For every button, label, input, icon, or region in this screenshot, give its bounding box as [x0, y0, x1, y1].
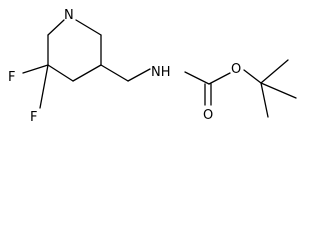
bond-c4-c5: [47, 64, 74, 82]
bond-c3-c4: [72, 64, 102, 82]
atom-carbonyl-oxygen: O: [203, 108, 213, 123]
bond-c3-ch2: [100, 64, 129, 82]
atom-fluorine-lower: F: [30, 110, 37, 125]
bond-c5-f-upper: [22, 64, 49, 74]
atom-ring-nitrogen: N: [64, 8, 74, 23]
chemical-structure: N F F NH O O: [8, 8, 297, 125]
bond-nh-carbonyl: [184, 71, 210, 85]
bond-oester-cquat: [243, 69, 262, 84]
bond-c6-n: [47, 19, 65, 36]
bond-cquat-methyl-up: [260, 59, 289, 84]
atom-fluorine-upper: F: [8, 70, 15, 85]
bond-cquat-methyl-down: [260, 82, 269, 118]
atom-amide-nh: NH: [151, 65, 171, 80]
bond-ch2-nh: [127, 68, 151, 82]
bond-c5-f-lower: [39, 64, 49, 109]
bond-carbonyl-oester: [208, 72, 231, 85]
bond-cquat-methyl-right: [260, 82, 297, 99]
bond-n-c2: [75, 19, 102, 36]
atom-ester-oxygen: O: [231, 62, 241, 77]
